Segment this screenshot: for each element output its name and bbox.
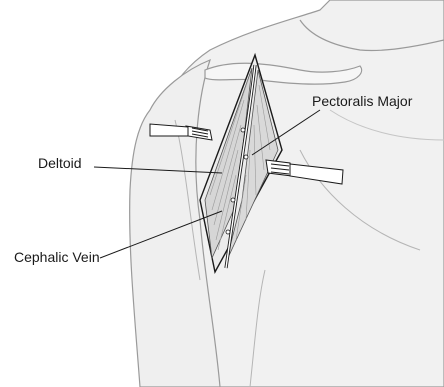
label-pectoralis-major: Pectoralis Major [312,94,412,108]
label-deltoid: Deltoid [38,156,82,170]
label-cephalic-vein: Cephalic Vein [14,250,100,264]
